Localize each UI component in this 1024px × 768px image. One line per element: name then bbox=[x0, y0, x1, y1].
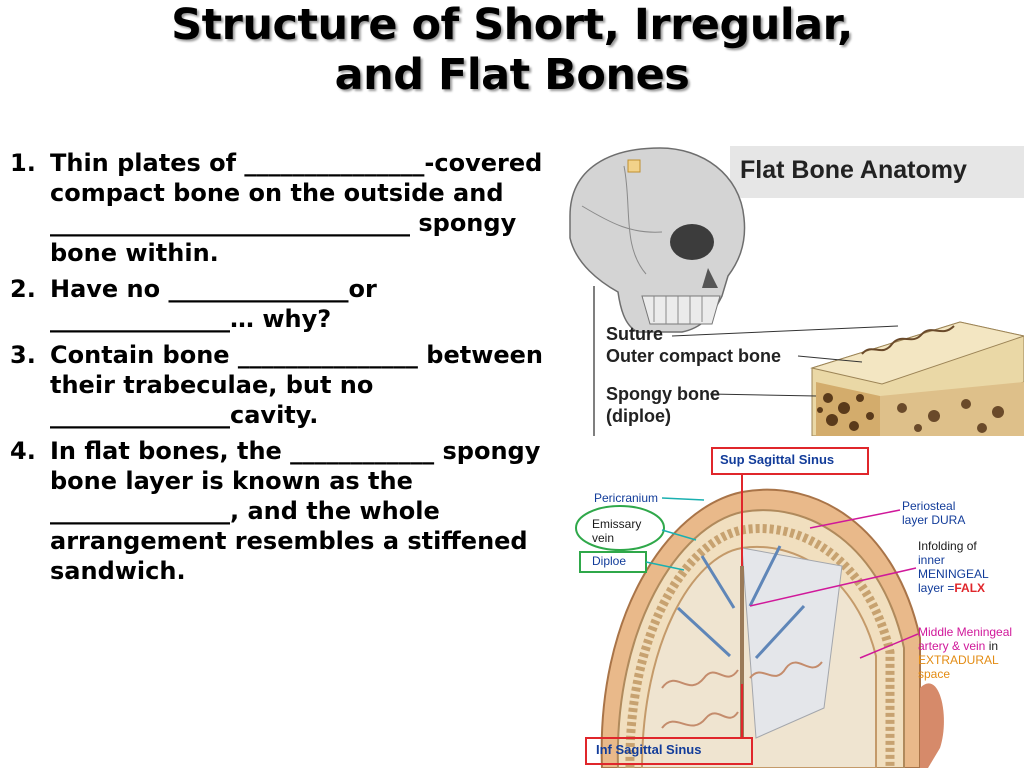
flat-bone-anatomy-figure: Flat Bone Anatomy Suture Outer compact b… bbox=[562, 146, 1024, 436]
slide-title: Structure of Short, Irregular, and Flat … bbox=[0, 0, 1024, 100]
emissary-label: Emissary bbox=[592, 517, 642, 531]
infolding-label-4: layer =FALX bbox=[918, 582, 985, 595]
list-item-number: 4. bbox=[10, 437, 36, 465]
list-item: 3. Contain bone _______________ between … bbox=[10, 340, 570, 430]
infolding-label-2: inner bbox=[918, 553, 945, 567]
list-item-text: Contain bone _______________ between the… bbox=[50, 341, 544, 429]
falx-label: FALX bbox=[954, 581, 986, 595]
extradural-label: EXTRADURAL bbox=[918, 653, 999, 667]
artery-vein-label: artery & vein in bbox=[918, 640, 998, 653]
skull-cross-section-figure: Sup Sagittal Sinus Inf Sagittal Sinus Pe… bbox=[566, 438, 1024, 768]
list-item-text: Thin plates of _______________-covered c… bbox=[50, 149, 543, 267]
diploe-box-label: Diploe bbox=[592, 554, 627, 568]
list-item-number: 3. bbox=[10, 341, 36, 369]
middle-meningeal-label: Middle Meningeal bbox=[918, 625, 1013, 639]
sup-sagittal-sinus-label: Sup Sagittal Sinus bbox=[720, 452, 835, 467]
periosteal-label: Periosteal bbox=[902, 499, 956, 513]
list-item: 1. Thin plates of _______________-covere… bbox=[10, 148, 570, 268]
list-item: 4. In flat bones, the ____________ spong… bbox=[10, 436, 570, 586]
pericranium-label: Pericranium bbox=[594, 491, 659, 505]
slide-title-line-2: and Flat Bones bbox=[334, 50, 690, 100]
list-item: 2. Have no _______________or ___________… bbox=[10, 274, 570, 334]
outer-compact-bone-label: Outer compact bone bbox=[606, 346, 782, 366]
flat-bone-section-drawing bbox=[810, 321, 1024, 436]
skull-drawing bbox=[569, 147, 746, 333]
emissary-vein-label: vein bbox=[592, 531, 615, 545]
list-item-number: 1. bbox=[10, 149, 36, 177]
slide-title-line-1: Structure of Short, Irregular, bbox=[171, 0, 853, 50]
suture-label: Suture bbox=[606, 324, 664, 344]
list-item-number: 2. bbox=[10, 275, 36, 303]
in-text: in bbox=[985, 639, 999, 653]
flat-bone-anatomy-illustration bbox=[562, 146, 1024, 436]
infolding-label-1: Infolding of bbox=[918, 539, 977, 553]
spongy-bone-label: Spongy bone bbox=[606, 384, 720, 404]
list-item-text: Have no _______________or ______________… bbox=[50, 275, 377, 333]
infolding-layer-text: layer = bbox=[918, 581, 955, 595]
diploe-label: (diploe) bbox=[606, 406, 671, 426]
infolding-label-3: MENINGEAL bbox=[918, 567, 989, 581]
flat-bone-anatomy-title: Flat Bone Anatomy bbox=[740, 156, 967, 184]
artery-vein-text: artery & vein bbox=[918, 639, 986, 653]
periosteal-dura-label: layer DURA bbox=[902, 513, 966, 527]
inf-sagittal-sinus-label: Inf Sagittal Sinus bbox=[596, 742, 702, 757]
bone-structure-list: 1. Thin plates of _______________-covere… bbox=[10, 148, 570, 592]
space-label: space bbox=[918, 667, 951, 681]
skull-cross-section-illustration bbox=[566, 438, 1024, 768]
list-item-text: In flat bones, the ____________ spongy b… bbox=[50, 437, 541, 585]
